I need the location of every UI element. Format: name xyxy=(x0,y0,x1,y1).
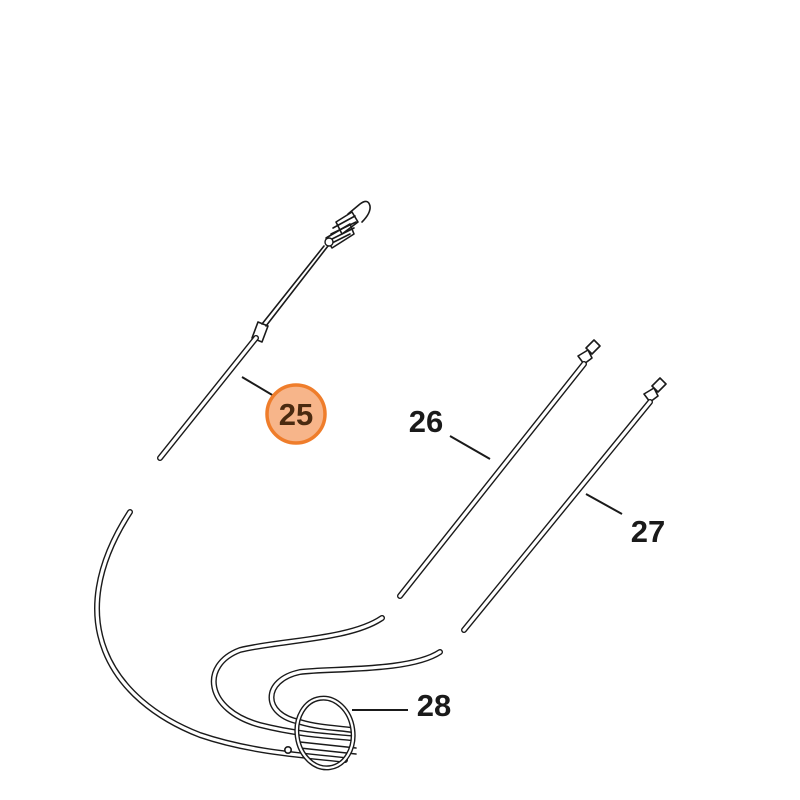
part-27-end-fitting xyxy=(643,377,667,403)
part-25-ferrule xyxy=(251,321,269,343)
part-25-cable[interactable] xyxy=(94,200,371,763)
callout-25[interactable]: 25 xyxy=(265,383,327,445)
part-25-hook xyxy=(347,200,371,223)
leader-26 xyxy=(449,435,491,460)
callout-26-label[interactable]: 26 xyxy=(409,404,443,439)
callout-27-label[interactable]: 27 xyxy=(631,514,665,549)
part-25-wire xyxy=(261,245,329,327)
part-27-cable[interactable] xyxy=(268,377,667,733)
part-25-spring xyxy=(324,211,359,249)
callout-25-label: 25 xyxy=(279,397,313,432)
callout-28-label[interactable]: 28 xyxy=(417,688,451,723)
part-26-cable[interactable] xyxy=(210,339,601,741)
leader-27 xyxy=(585,493,623,515)
part-28-cable-tie[interactable] xyxy=(283,694,358,771)
part-26-end-fitting xyxy=(577,339,601,365)
callout-25-highlight xyxy=(265,383,327,445)
